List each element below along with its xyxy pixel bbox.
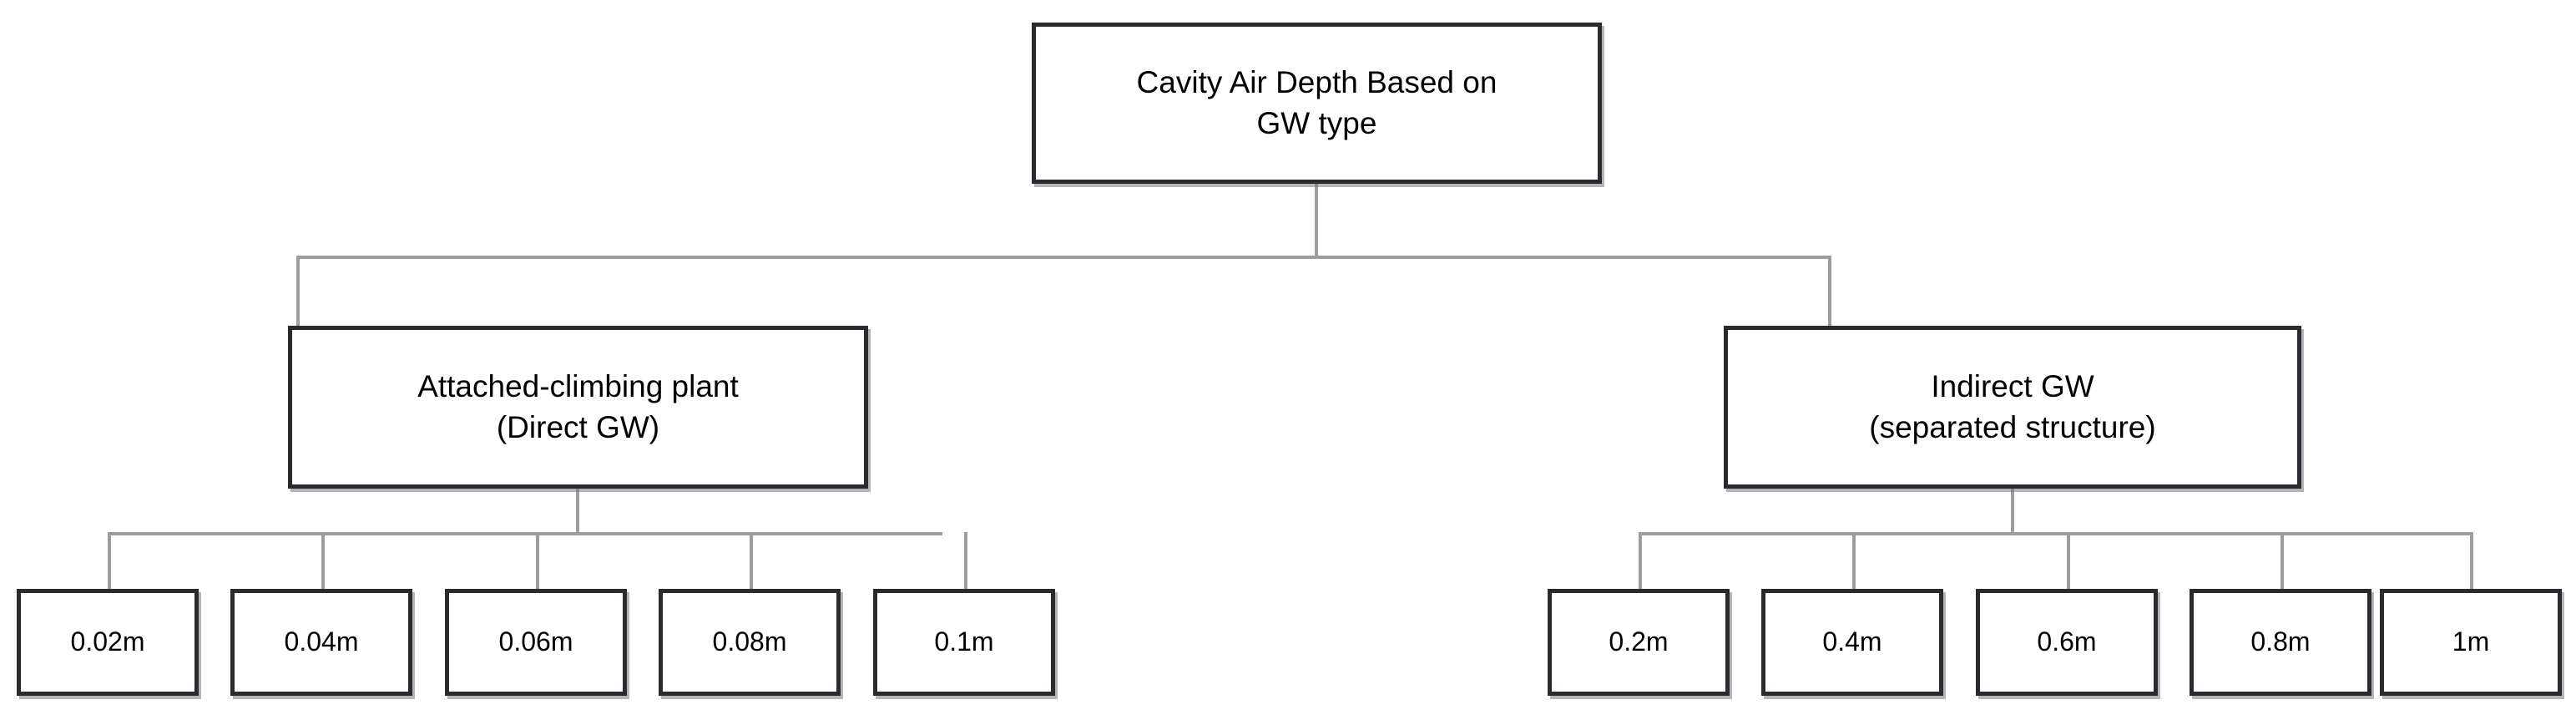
edge-left-branch-stem xyxy=(576,489,579,534)
edge-left-leaf-drop-4 xyxy=(750,532,753,591)
node-leaf-0-6m[interactable]: 0.6m xyxy=(1976,589,2158,696)
node-root[interactable]: Cavity Air Depth Based on GW type xyxy=(1032,23,1602,184)
edge-left-leaf-drop-1 xyxy=(108,532,111,591)
node-leaf-0-08m[interactable]: 0.08m xyxy=(659,589,841,696)
node-branch-indirect-gw-label: Indirect GW (separated structure) xyxy=(1869,369,2156,444)
node-leaf-0-04m[interactable]: 0.04m xyxy=(230,589,412,696)
node-leaf-1m-label: 1m xyxy=(2452,626,2490,657)
node-branch-direct-gw[interactable]: Attached-climbing plant (Direct GW) xyxy=(288,326,868,489)
edge-right-leaf-drop-3 xyxy=(2067,532,2070,591)
node-leaf-0-04m-label: 0.04m xyxy=(284,626,359,657)
node-leaf-0-8m[interactable]: 0.8m xyxy=(2190,589,2371,696)
node-leaf-0-06m-label: 0.06m xyxy=(498,626,573,657)
edge-left-leaf-drop-3 xyxy=(536,532,539,591)
node-leaf-0-1m-label: 0.1m xyxy=(934,626,994,657)
node-leaf-0-6m-label: 0.6m xyxy=(2037,626,2097,657)
node-root-label: Cavity Air Depth Based on GW type xyxy=(1136,65,1498,140)
edge-right-leaf-drop-5 xyxy=(2470,532,2473,591)
node-leaf-0-4m-label: 0.4m xyxy=(1822,626,1882,657)
node-leaf-0-2m[interactable]: 0.2m xyxy=(1548,589,1730,696)
edge-root-stem xyxy=(1315,184,1318,257)
node-branch-indirect-gw[interactable]: Indirect GW (separated structure) xyxy=(1724,326,2301,489)
edge-right-leaf-drop-1 xyxy=(1639,532,1642,591)
node-leaf-0-08m-label: 0.08m xyxy=(712,626,787,657)
edge-left-leaf-drop-5 xyxy=(964,532,967,591)
edge-branch-bus xyxy=(296,256,1831,259)
edge-left-leaf-bus xyxy=(108,532,942,535)
node-leaf-0-1m[interactable]: 0.1m xyxy=(873,589,1055,696)
edge-right-leaf-drop-2 xyxy=(1852,532,1856,591)
node-branch-direct-gw-label: Attached-climbing plant (Direct GW) xyxy=(417,369,739,444)
edge-right-leaf-drop-4 xyxy=(2281,532,2284,591)
node-leaf-0-06m[interactable]: 0.06m xyxy=(445,589,627,696)
edge-branch-drop-right xyxy=(1828,256,1831,327)
edge-right-leaf-bus xyxy=(1639,532,2473,535)
edge-right-branch-stem xyxy=(2011,489,2014,534)
node-leaf-0-2m-label: 0.2m xyxy=(1609,626,1669,657)
node-leaf-0-02m-label: 0.02m xyxy=(70,626,145,657)
node-leaf-0-4m[interactable]: 0.4m xyxy=(1761,589,1943,696)
edge-branch-drop-left xyxy=(296,256,300,327)
node-leaf-1m[interactable]: 1m xyxy=(2380,589,2562,696)
edge-left-leaf-drop-2 xyxy=(321,532,325,591)
node-leaf-0-02m[interactable]: 0.02m xyxy=(17,589,199,696)
node-leaf-0-8m-label: 0.8m xyxy=(2250,626,2311,657)
